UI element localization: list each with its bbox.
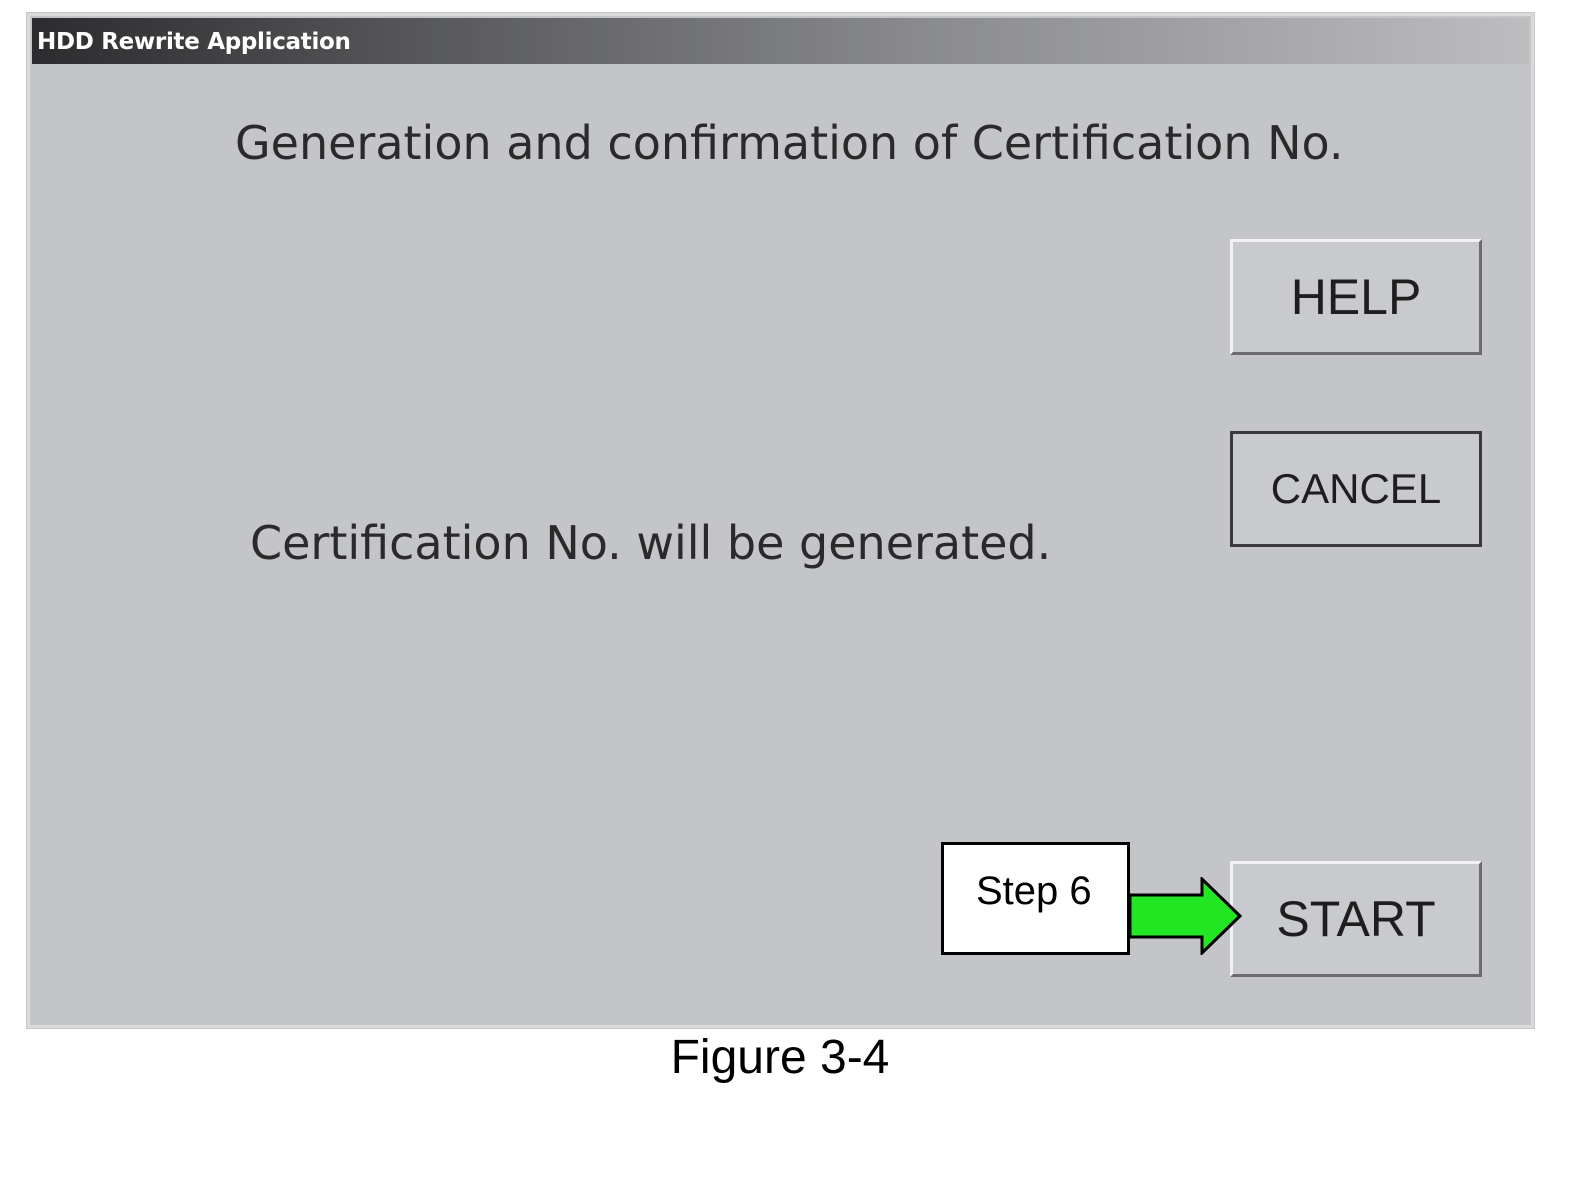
window-title: HDD Rewrite Application xyxy=(37,29,351,55)
cancel-button[interactable]: CANCEL xyxy=(1230,431,1482,547)
step-callout-label: Step 6 xyxy=(976,869,1092,913)
help-button[interactable]: HELP xyxy=(1230,239,1482,355)
status-message: Certification No. will be generated. xyxy=(250,516,1052,570)
app-window: HDD Rewrite Application Generation and c… xyxy=(27,13,1534,1028)
right-arrow-icon xyxy=(1128,877,1243,955)
title-bar: HDD Rewrite Application xyxy=(32,18,1529,64)
step-callout: Step 6 xyxy=(941,842,1130,955)
page-heading: Generation and confirmation of Certifica… xyxy=(235,116,1344,170)
start-button[interactable]: START xyxy=(1230,861,1482,977)
figure-caption: Figure 3-4 xyxy=(670,1031,890,1084)
